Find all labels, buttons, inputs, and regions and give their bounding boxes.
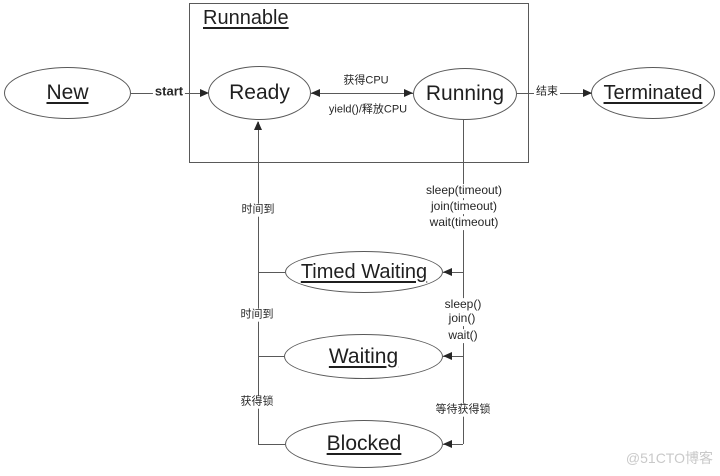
edge-label-yield-release-cpu: yield()/释放CPU (326, 103, 410, 117)
edge-ready-running (311, 93, 413, 94)
runnable-group-box (189, 3, 529, 163)
state-timed-waiting-label: Timed Waiting (300, 260, 428, 283)
state-new: New (4, 67, 131, 119)
edge-label-time-up-top: 时间到 (239, 203, 277, 217)
edge-label-wait: wait() (446, 328, 480, 343)
edge-label-sleep-timeout: sleep(timeout) (423, 183, 505, 198)
state-new-label: New (46, 81, 89, 104)
edge-timedwaiting-right-stub (443, 272, 463, 273)
state-waiting-label: Waiting (328, 344, 399, 368)
arrowhead-into-timed-waiting-icon (443, 268, 452, 276)
edge-label-end: 结束 (534, 85, 560, 99)
edge-label-join-timeout: join(timeout) (428, 199, 500, 214)
arrowhead-into-terminated-icon (583, 89, 592, 97)
edge-label-start: start (152, 83, 186, 100)
arrowhead-into-blocked-icon (443, 440, 452, 448)
state-ready-label: Ready (229, 81, 290, 104)
edge-waiting-right-stub (443, 356, 463, 357)
state-ready: Ready (208, 66, 311, 120)
state-running-label: Running (425, 82, 505, 105)
edge-waiting-left-stub (258, 356, 284, 357)
state-timed-waiting: Timed Waiting (285, 251, 443, 293)
edge-label-wait-timeout: wait(timeout) (427, 215, 501, 230)
arrowhead-into-ready-from-running-icon (311, 89, 320, 97)
state-blocked-label: Blocked (326, 432, 402, 455)
edge-label-join: join() (446, 311, 478, 326)
edge-from-running-vertical (463, 120, 464, 444)
arrowhead-into-running-icon (404, 89, 413, 97)
watermark: @51CTO博客 (625, 450, 713, 466)
edge-label-sleep: sleep() (442, 297, 484, 312)
state-running: Running (413, 68, 517, 120)
edge-label-acquire-cpu: 获得CPU (341, 74, 391, 88)
edge-blocked-right-stub (443, 444, 463, 445)
state-waiting: Waiting (284, 334, 443, 379)
edge-blocked-left-stub (258, 444, 285, 445)
state-terminated: Terminated (591, 67, 715, 119)
arrowhead-into-ready-from-new-icon (200, 89, 209, 97)
edge-timedwaiting-left-stub (258, 272, 285, 273)
edge-label-time-up-mid: 时间到 (238, 308, 276, 322)
state-terminated-label: Terminated (603, 81, 703, 104)
arrowhead-into-ready-from-below-icon (254, 121, 262, 130)
runnable-group-label: Runnable (203, 7, 289, 29)
edge-label-wait-for-lock: 等待获得锁 (433, 403, 493, 417)
edge-label-acquire-lock: 获得锁 (238, 395, 276, 409)
edge-return-to-ready-vertical (258, 122, 259, 444)
arrowhead-into-waiting-icon (443, 352, 452, 360)
state-blocked: Blocked (285, 420, 443, 468)
